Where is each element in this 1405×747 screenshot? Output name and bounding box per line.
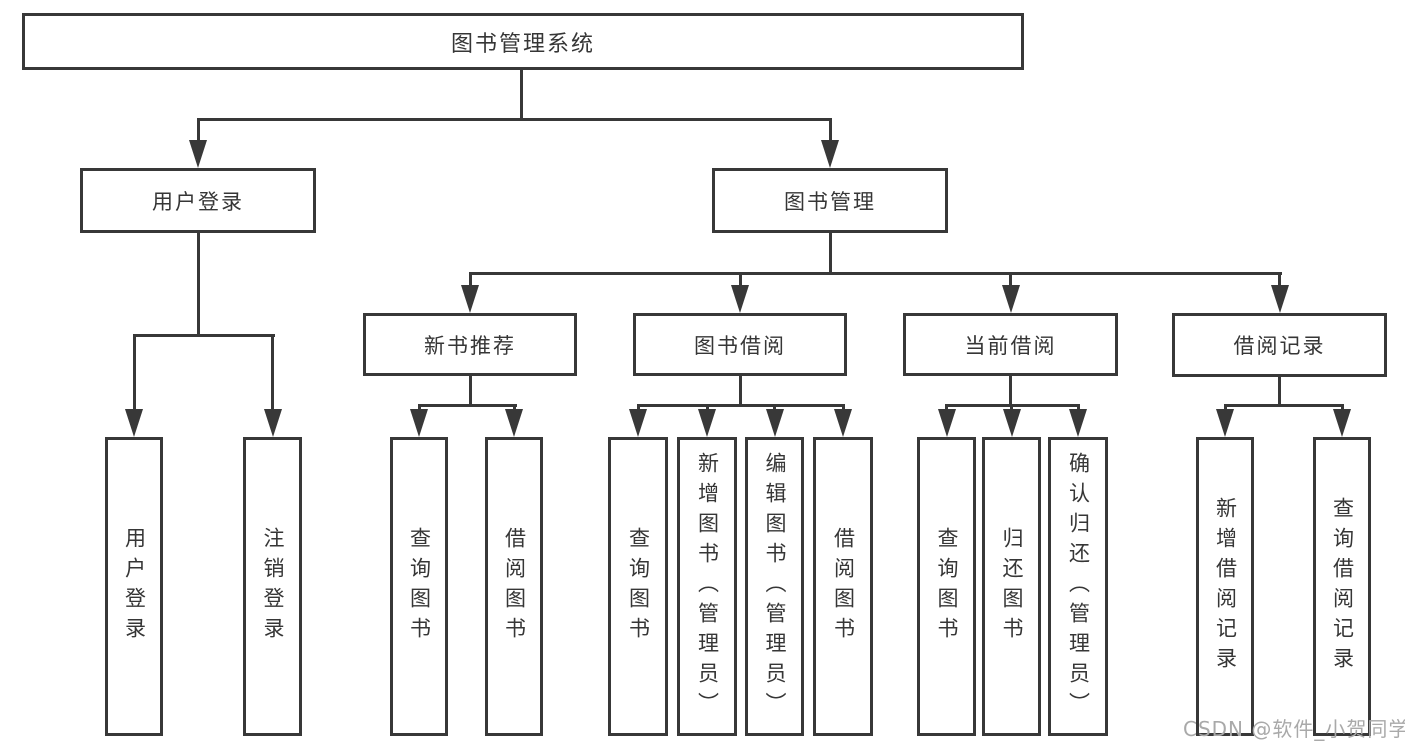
leaf-newbook-search-label: 查询图书 — [407, 526, 432, 647]
node-root-label: 图书管理系统 — [450, 31, 595, 57]
leaf-borrow-add: 新增图书（管理员） — [677, 437, 737, 736]
node-book-borrow-label: 图书借阅 — [694, 333, 786, 358]
leaf-borrow-search: 查询图书 — [608, 437, 668, 736]
leaf-current-return: 归还图书 — [982, 437, 1041, 736]
node-user-login: 用户登录 — [80, 168, 316, 233]
arrow-down-icon — [1001, 285, 1020, 313]
arrow-down-icon — [698, 409, 716, 437]
arrow-down-icon — [1333, 409, 1351, 437]
arrow-down-icon — [263, 409, 282, 437]
leaf-borrow-search-label: 查询图书 — [626, 526, 651, 647]
connector-line — [1009, 274, 1012, 288]
leaf-current-confirm-label: 确认归还（管理员） — [1066, 451, 1091, 722]
leaf-newbook-borrow-label: 借阅图书 — [502, 526, 527, 647]
arrow-down-icon — [937, 409, 956, 437]
leaf-borrow-edit: 编辑图书（管理员） — [745, 437, 804, 736]
connector-line — [738, 274, 742, 288]
node-book-management: 图书管理 — [712, 168, 948, 233]
leaf-current-confirm: 确认归还（管理员） — [1048, 437, 1108, 736]
connector-line — [196, 233, 200, 336]
connector-line — [196, 120, 200, 142]
leaf-current-return-label: 归还图书 — [1000, 526, 1024, 647]
connector-line — [1223, 404, 1344, 407]
node-book-management-label: 图书管理 — [784, 189, 876, 214]
node-current-borrow-label: 当前借阅 — [964, 333, 1057, 358]
leaf-logout: 注销登录 — [243, 437, 302, 736]
leaf-borrow-book-label: 借阅图书 — [831, 526, 856, 647]
connector-line — [1009, 376, 1012, 406]
arrow-down-icon — [1270, 285, 1289, 313]
leaf-record-search: 查询借阅记录 — [1313, 437, 1371, 736]
node-borrow-record-label: 借阅记录 — [1233, 334, 1326, 358]
node-new-book-recommend-label: 新书推荐 — [424, 333, 516, 358]
connector-line — [132, 334, 275, 337]
csdn-watermark: CSDN @软件_小贺同学 — [1183, 717, 1405, 741]
arrow-down-icon — [1002, 409, 1021, 437]
leaf-borrow-book: 借阅图书 — [813, 437, 873, 736]
connector-line — [636, 404, 845, 407]
arrow-down-icon — [189, 140, 207, 168]
leaf-user-login-label: 用户登录 — [122, 526, 147, 647]
connector-line — [196, 118, 832, 121]
connector-line — [468, 272, 1282, 275]
connector-line — [468, 274, 472, 288]
arrow-down-icon — [629, 409, 647, 437]
arrow-down-icon — [731, 285, 749, 313]
arrow-down-icon — [461, 285, 479, 313]
node-root: 图书管理系统 — [22, 13, 1024, 70]
connector-line — [828, 120, 832, 142]
arrow-down-icon — [834, 409, 852, 437]
connector-line — [468, 376, 472, 406]
leaf-borrow-add-label: 新增图书（管理员） — [695, 451, 720, 722]
connector-line — [1278, 274, 1281, 288]
connector-line — [1278, 377, 1281, 406]
node-user-login-label: 用户登录 — [152, 189, 244, 214]
arrow-down-icon — [125, 409, 143, 437]
arrow-down-icon — [765, 409, 784, 437]
node-book-borrow: 图书借阅 — [633, 313, 847, 376]
connector-line — [945, 404, 1080, 407]
connector-line — [132, 336, 136, 411]
leaf-newbook-search: 查询图书 — [390, 437, 448, 736]
leaf-record-add-label: 新增借阅记录 — [1213, 496, 1238, 677]
arrow-down-icon — [1069, 409, 1087, 437]
leaf-record-search-label: 查询借阅记录 — [1330, 496, 1355, 677]
connector-line — [417, 404, 517, 407]
connector-line — [519, 70, 523, 120]
connector-line — [738, 376, 742, 406]
connector-line — [271, 336, 274, 411]
arrow-down-icon — [1216, 409, 1234, 437]
leaf-newbook-borrow: 借阅图书 — [485, 437, 543, 736]
leaf-record-add: 新增借阅记录 — [1196, 437, 1254, 736]
node-current-borrow: 当前借阅 — [903, 313, 1118, 376]
node-new-book-recommend: 新书推荐 — [363, 313, 577, 376]
leaf-logout-label: 注销登录 — [261, 526, 285, 647]
arrow-down-icon — [505, 409, 523, 437]
arrow-down-icon — [821, 140, 839, 168]
leaf-current-search-label: 查询图书 — [935, 526, 959, 647]
leaf-user-login: 用户登录 — [105, 437, 163, 736]
node-borrow-record: 借阅记录 — [1172, 313, 1387, 377]
connector-line — [828, 233, 832, 274]
arrow-down-icon — [410, 409, 428, 437]
leaf-borrow-edit-label: 编辑图书（管理员） — [763, 451, 787, 722]
leaf-current-search: 查询图书 — [917, 437, 976, 736]
